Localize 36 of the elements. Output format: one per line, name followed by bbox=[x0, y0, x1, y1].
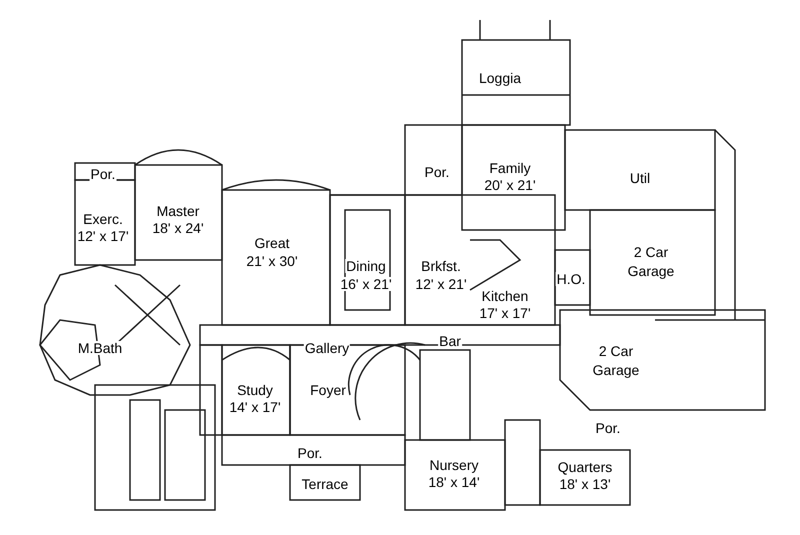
room-label: Por. bbox=[296, 446, 324, 460]
room-label: Garage bbox=[592, 363, 640, 377]
room-label: Quarters bbox=[556, 460, 614, 474]
room-label: Bar bbox=[438, 334, 462, 348]
room-label: H.O. bbox=[556, 272, 586, 286]
room-label: 18' x 13' bbox=[558, 477, 612, 491]
room-label: 2 Car bbox=[632, 245, 670, 259]
room-label: Kitchen bbox=[480, 289, 530, 303]
room-label: 14' x 17' bbox=[228, 400, 282, 414]
room-label: Nursery bbox=[428, 458, 480, 472]
room-label: Terrace bbox=[300, 477, 350, 491]
room-label: Por. bbox=[90, 167, 116, 181]
room-label: 12' x 17' bbox=[76, 229, 130, 243]
room-label: M.Bath bbox=[76, 341, 124, 355]
room-label: 18' x 14' bbox=[427, 475, 481, 489]
room-label: Foyer bbox=[309, 383, 347, 397]
room-label: Exerc. bbox=[82, 212, 124, 226]
room-label: Study bbox=[236, 383, 274, 397]
room-label: Por. bbox=[424, 165, 450, 179]
room-label: 16' x 21' bbox=[339, 277, 393, 291]
room-label: Master bbox=[156, 204, 200, 218]
room-label: 12' x 21' bbox=[414, 277, 468, 291]
room-label: 18' x 24' bbox=[151, 221, 205, 235]
room-label: Brkfst. bbox=[420, 259, 462, 273]
room-label: Garage bbox=[626, 264, 676, 278]
room-label: Gallery bbox=[304, 341, 350, 355]
room-label: Loggia bbox=[478, 71, 522, 85]
room-label: 2 Car bbox=[598, 344, 634, 358]
room-label: 20' x 21' bbox=[483, 178, 537, 192]
room-label: Dining bbox=[345, 259, 387, 273]
room-label: 17' x 17' bbox=[478, 306, 532, 320]
room-label: Family bbox=[488, 161, 532, 175]
room-label: Great bbox=[254, 236, 290, 250]
room-label: Util bbox=[628, 171, 652, 185]
room-label: 21' x 30' bbox=[245, 254, 299, 268]
room-label: Por. bbox=[594, 421, 622, 435]
